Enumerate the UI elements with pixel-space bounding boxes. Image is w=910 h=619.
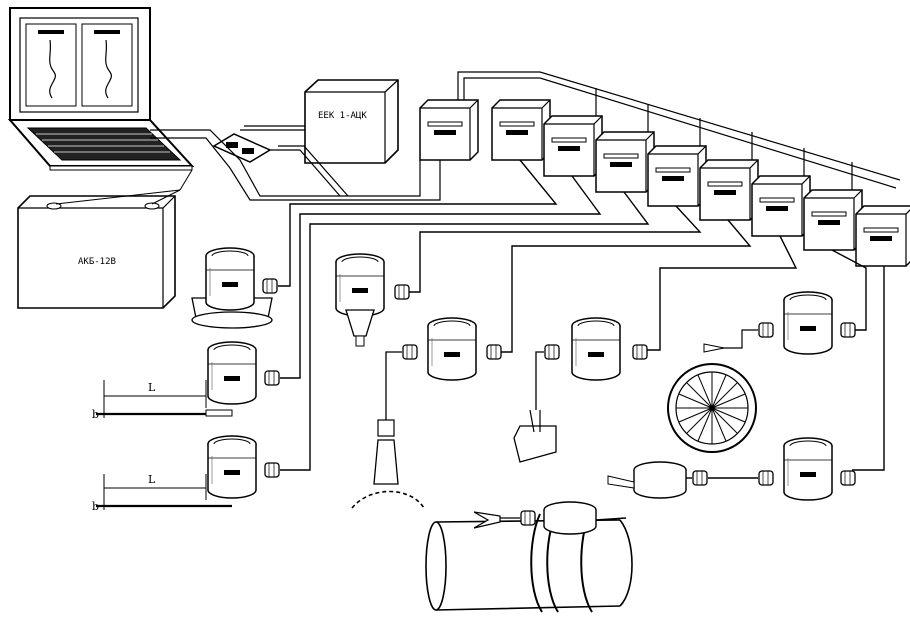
display-module [856, 206, 910, 266]
display-module [544, 116, 602, 176]
display-module [700, 160, 758, 220]
base-label-1: b [92, 408, 99, 421]
display-module [596, 132, 654, 192]
rod-sensor-upper: L b [92, 342, 279, 421]
length-label-2: L [148, 473, 156, 486]
display-modules [420, 100, 910, 266]
length-label-1: L [148, 381, 156, 394]
display-module [420, 100, 478, 160]
display-module [648, 146, 706, 206]
display-module [752, 176, 810, 236]
probe-sensor [352, 318, 501, 508]
flange-sensor [192, 248, 277, 328]
wheel-sensor [668, 292, 855, 452]
display-module [492, 100, 550, 160]
base-label-2: b [92, 500, 99, 513]
rod-sensor-lower: L b [92, 436, 279, 513]
adc-label: ЕЕК 1-АЦК [318, 111, 367, 121]
battery-lead [180, 170, 192, 190]
laptop-icon [10, 8, 192, 170]
accelerometer-sensor [514, 318, 647, 462]
battery-label: АКБ-12В [78, 257, 116, 267]
adc-unit-box: ЕЕК 1-АЦК [305, 80, 398, 163]
pipe-assembly [426, 502, 632, 612]
tipped-sensor [336, 254, 409, 346]
battery-box: АКБ-12В [18, 196, 175, 308]
display-module [804, 190, 862, 250]
